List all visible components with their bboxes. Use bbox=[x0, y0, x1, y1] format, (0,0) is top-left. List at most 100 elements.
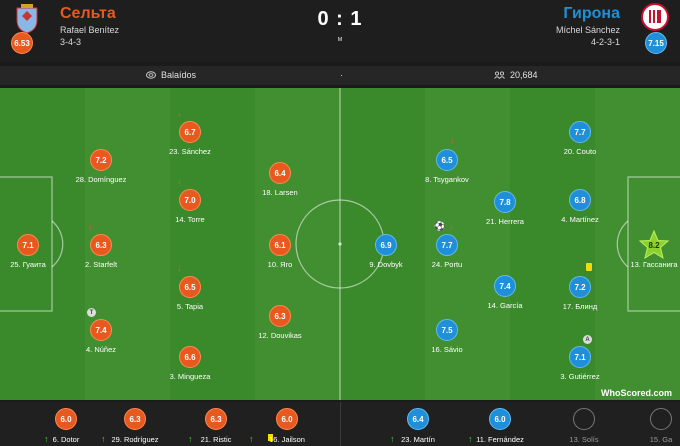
player-rating: 7.1 bbox=[17, 234, 39, 256]
sub-name: 16. Jailson bbox=[269, 435, 305, 444]
player-name: 16. Sávio bbox=[431, 345, 463, 354]
player-card-home[interactable]: T 7.4 4. Núñez bbox=[61, 308, 141, 359]
player-name: 3. Gutiérrez bbox=[560, 372, 600, 381]
player-card-away[interactable]: ↓ 6.5 8. Tsygankov bbox=[407, 137, 487, 189]
player-card-home[interactable]: 6.3 12. Douvikas bbox=[240, 305, 320, 345]
player-card-away-gk[interactable]: 8.2 13. Гассанига bbox=[614, 230, 680, 274]
player-name: 12. Douvikas bbox=[258, 331, 302, 340]
stadium-icon bbox=[146, 71, 156, 79]
match-score: 0 : 1 bbox=[317, 8, 363, 30]
sub-card-home[interactable]: 6.0 ↑ 6. Dotor bbox=[28, 408, 104, 444]
away-team-name[interactable]: Гирона bbox=[563, 5, 620, 22]
away-formation: 4-2-3-1 bbox=[590, 37, 620, 47]
sub-card-away[interactable]: 15. Ga bbox=[623, 408, 680, 444]
arrow-up-icon: ↑ bbox=[188, 434, 193, 444]
home-team-rating: 6.53 bbox=[11, 32, 33, 54]
player-name: 2. Starfelt bbox=[84, 260, 118, 269]
player-card-home-gk[interactable]: 7.1 25. Гуаита bbox=[0, 234, 68, 274]
ball-icon: ⚽ bbox=[434, 221, 446, 231]
player-name: 5. Tapia bbox=[176, 302, 204, 311]
player-card-home[interactable]: 6.4 18. Larsen bbox=[240, 162, 320, 202]
player-rating: 7.2 bbox=[569, 276, 591, 298]
player-name: 23. Sánchez bbox=[169, 147, 211, 156]
player-card-away[interactable]: 7.2 17. Блинд bbox=[540, 263, 620, 316]
sub-rating bbox=[650, 408, 672, 430]
sub-name: 21. Ristic bbox=[200, 435, 232, 444]
sub-rating: 6.0 bbox=[55, 408, 77, 430]
player-card-home[interactable]: 7.2 28. Domínguez bbox=[61, 149, 141, 189]
sub-name: 29. Rodríguez bbox=[111, 435, 159, 444]
arrow-up-icon: ↑ bbox=[101, 434, 106, 444]
player-name: 14. Torre bbox=[175, 215, 205, 224]
home-formation: 3-4-3 bbox=[60, 37, 82, 47]
player-rating: 6.9 bbox=[375, 234, 397, 256]
info-separator: · bbox=[340, 70, 343, 80]
arrow-up-icon: ↑ bbox=[468, 434, 473, 444]
player-name: 24. Portu bbox=[431, 260, 463, 269]
away-crest-icon[interactable] bbox=[640, 2, 670, 34]
player-card-away[interactable]: ⚽ ↓ 7.7 24. Portu bbox=[407, 222, 487, 274]
player-name: 21. Herrera bbox=[486, 217, 524, 226]
player-name: 9. Dovbyk bbox=[369, 260, 403, 269]
player-name: 3. Mingueza bbox=[169, 372, 211, 381]
home-team-name[interactable]: Сельта bbox=[60, 5, 116, 22]
player-rating: 6.6 bbox=[179, 346, 201, 368]
player-card-away[interactable]: 7.7 20. Couto bbox=[540, 121, 620, 161]
player-rating: 7.0 bbox=[179, 189, 201, 211]
player-name: 17. Блинд bbox=[562, 302, 598, 311]
player-rating: 7.4 bbox=[494, 275, 516, 297]
away-team-rating: 7.15 bbox=[645, 32, 667, 54]
arrow-down-icon: ↓ bbox=[177, 176, 182, 186]
player-card-home[interactable]: ↓ 7.0 14. Torre bbox=[150, 177, 230, 229]
player-card-away[interactable]: 6.9 9. Dovbyk bbox=[346, 234, 426, 274]
player-badge: T bbox=[87, 308, 96, 317]
player-rating: 6.5 bbox=[436, 149, 458, 171]
sub-card-away[interactable]: 6.4 ↑ 23. Martín bbox=[380, 408, 456, 444]
pitch: 7.1 25. Гуаита 7.2 28. Domínguez ↓ 6.3 2… bbox=[0, 88, 680, 400]
sub-name: 23. Martín bbox=[401, 435, 435, 444]
attendance-value: 20,684 bbox=[510, 70, 538, 80]
sub-rating: 6.3 bbox=[124, 408, 146, 430]
player-card-away[interactable]: 6.8 4. Martínez bbox=[540, 189, 620, 229]
away-manager: Míchel Sánchez bbox=[555, 25, 620, 35]
sub-card-away[interactable]: 6.0 ↑ 11. Fernández bbox=[462, 408, 538, 444]
player-rating: 7.4 bbox=[90, 319, 112, 341]
player-card-home[interactable]: 6.1 10. Яго bbox=[240, 234, 320, 274]
arrow-down-icon: ↓ bbox=[177, 263, 182, 273]
player-card-away[interactable]: 7.4 14. García bbox=[465, 275, 545, 315]
sub-card-home[interactable]: 6.0 ↑ 16. Jailson bbox=[249, 408, 325, 444]
player-rating: 6.3 bbox=[269, 305, 291, 327]
player-rating: 7.7 bbox=[436, 234, 458, 256]
player-card-away[interactable]: 7.8 21. Herrera bbox=[465, 191, 545, 231]
sub-card-away[interactable]: 13. Solís bbox=[546, 408, 622, 444]
player-card-home[interactable]: ↓ 6.7 23. Sánchez bbox=[150, 109, 230, 161]
player-rating: 6.4 bbox=[269, 162, 291, 184]
player-name: 14. García bbox=[487, 301, 523, 310]
venue-label: Balaídos bbox=[161, 70, 197, 80]
player-card-home[interactable]: ↓ 6.5 5. Tapia bbox=[150, 264, 230, 316]
home-manager: Rafael Benítez bbox=[60, 25, 120, 35]
player-name: 13. Гассанига bbox=[630, 260, 678, 269]
sub-card-home[interactable]: 6.3 ↑ 21. Ristic bbox=[178, 408, 254, 444]
player-rating: 6.5 bbox=[179, 276, 201, 298]
player-name: 25. Гуаита bbox=[10, 260, 46, 269]
sub-card-home[interactable]: 6.3 ↑ 29. Rodríguez bbox=[97, 408, 173, 444]
player-card-home[interactable]: ↓ 6.3 2. Starfelt bbox=[61, 222, 141, 274]
player-card-away[interactable]: A 7.1 3. Gutiérrez bbox=[540, 335, 620, 386]
home-crest-icon[interactable] bbox=[12, 2, 42, 34]
player-rating: 6.7 bbox=[179, 121, 201, 143]
arrow-up-icon: ↑ bbox=[390, 434, 395, 444]
people-icon bbox=[494, 71, 505, 79]
match-header: Сельта Rafael Benítez 3-4-3 6.53 0 : 1 м… bbox=[0, 0, 680, 62]
match-status: м bbox=[337, 36, 343, 43]
whoscored-logo[interactable]: WhoScored.com bbox=[600, 388, 672, 398]
player-name: 4. Martínez bbox=[561, 215, 599, 224]
player-name: 10. Яго bbox=[267, 260, 293, 269]
player-rating: 7.2 bbox=[90, 149, 112, 171]
player-card-away[interactable]: 7.5 16. Sávio bbox=[407, 319, 487, 359]
match-info-bar: Balaídos · 20,684 bbox=[0, 66, 680, 85]
player-card-home[interactable]: 6.6 3. Mingueza bbox=[150, 346, 230, 386]
sub-rating: 6.3 bbox=[205, 408, 227, 430]
player-rating: 6.8 bbox=[569, 189, 591, 211]
